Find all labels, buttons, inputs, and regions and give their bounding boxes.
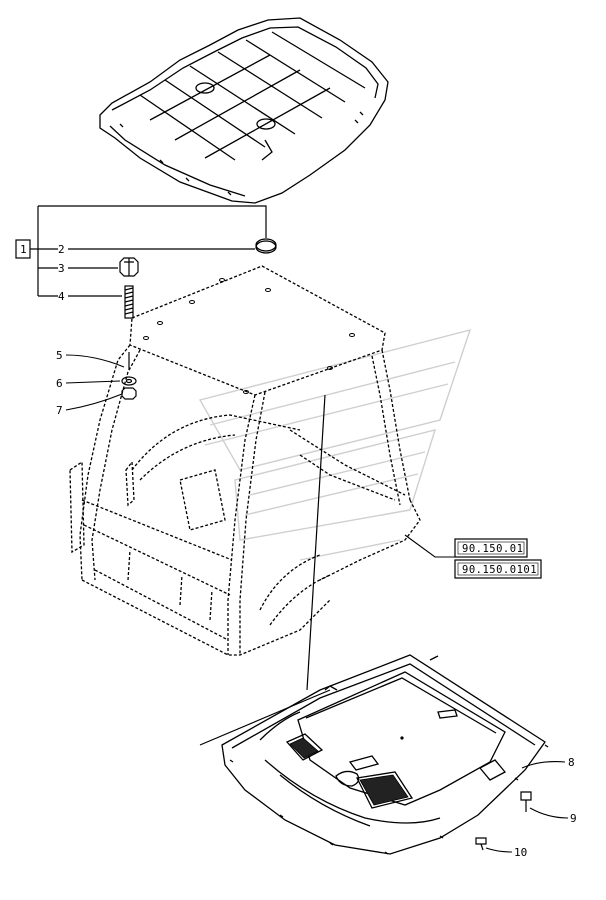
callout-2: 2 bbox=[58, 243, 65, 256]
callout-3: 3 bbox=[58, 262, 65, 275]
headliner-shaded-areas bbox=[289, 736, 409, 806]
screw-icon bbox=[475, 837, 487, 851]
plug-icon bbox=[255, 238, 277, 254]
callout-10: 10 bbox=[514, 846, 527, 859]
callout-6: 6 bbox=[56, 377, 63, 390]
bolt-icon bbox=[520, 791, 532, 812]
callout-8: 8 bbox=[568, 756, 575, 769]
assembly-leader bbox=[306, 394, 326, 691]
nut-icon bbox=[119, 257, 139, 277]
cab-frame-icon bbox=[69, 265, 421, 656]
leader-lines bbox=[30, 205, 267, 297]
reference-leader bbox=[404, 534, 455, 558]
section-line bbox=[199, 689, 331, 746]
cab-roof-holes bbox=[143, 278, 355, 394]
watermark-logo-icon bbox=[198, 328, 472, 561]
washer-icon bbox=[121, 352, 137, 400]
reference-link-b[interactable]: 90.150.0101 bbox=[462, 564, 537, 576]
reference-link-a[interactable]: 90.150.01 bbox=[462, 543, 523, 555]
callout-7: 7 bbox=[56, 404, 63, 417]
callout-leaders-5-7 bbox=[65, 354, 125, 411]
group-bracket-label: 1 bbox=[20, 243, 27, 256]
roof-panel-icon bbox=[99, 17, 389, 204]
callout-5: 5 bbox=[56, 349, 63, 362]
stud-icon bbox=[124, 285, 134, 319]
group-bracket-box bbox=[15, 239, 31, 259]
reference-boxes bbox=[454, 538, 542, 579]
callout-9: 9 bbox=[570, 812, 577, 825]
headliner-panel-icon bbox=[221, 654, 549, 855]
callout-leaders-8-10 bbox=[485, 761, 569, 853]
callout-4: 4 bbox=[58, 290, 65, 303]
